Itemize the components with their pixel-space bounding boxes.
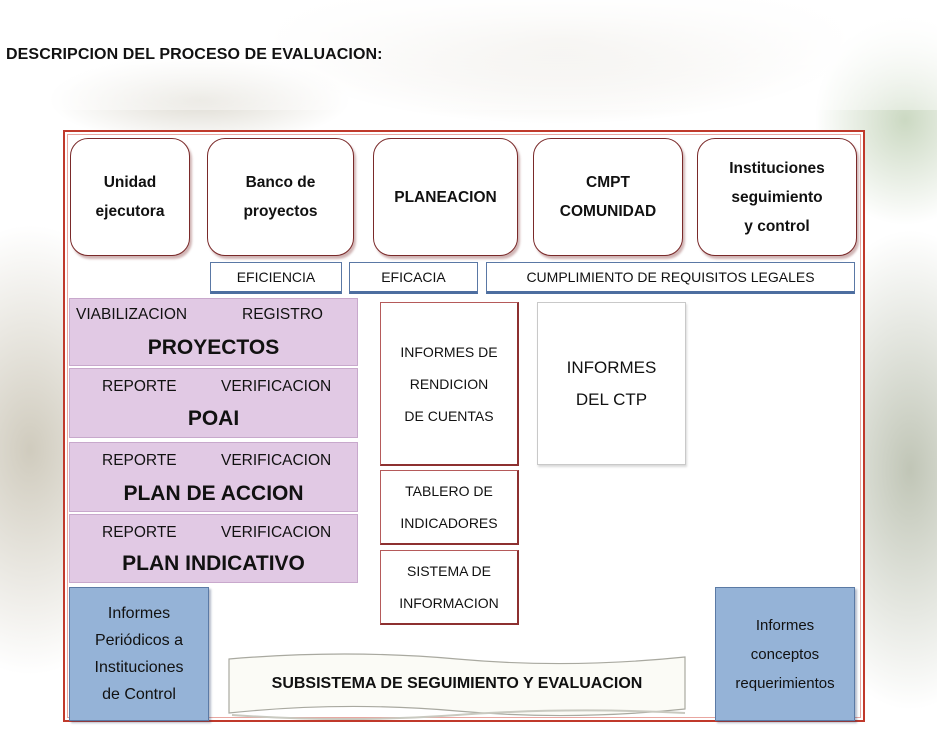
actor-banco-proyectos: Banco de proyectos [207,138,354,256]
subsystem-banner: SUBSISTEMA DE SEGUIMIENTO Y EVALUACION [226,653,688,721]
criterion-eficacia: EFICACIA [349,262,478,294]
actor-planeacion: PLANEACION [373,138,518,256]
process-poai-left: REPORTE [102,378,177,395]
process-poai-title: POAI [187,407,240,430]
actor-cmpt-comunidad: CMPT COMUNIDAD [533,138,683,256]
process-proyectos-right: REGISTRO [242,306,323,323]
process-plan-accion-right: VERIFICACION [221,452,332,469]
process-proyectos-left: VIABILIZACION [76,306,188,323]
instrument-rendicion-cuentas: INFORMES DE RENDICION DE CUENTAS [380,302,519,466]
process-poai: REPORTE VERIFICACION POAI [69,368,358,438]
process-plan-indicativo-title: PLAN INDICATIVO [122,552,305,575]
actor-instituciones-control: Instituciones seguimiento y control [697,138,857,256]
informes-conceptos-requerimientos: Informes conceptos requerimientos [715,587,855,721]
process-plan-accion: REPORTE VERIFICACION PLAN DE ACCION [69,442,358,512]
process-plan-indicativo-left: REPORTE [102,524,177,541]
process-plan-indicativo: REPORTE VERIFICACION PLAN INDICATIVO [69,514,358,583]
banner-wave-shape [228,653,686,720]
process-proyectos-title: PROYECTOS [147,336,280,359]
criterion-eficiencia: EFICIENCIA [210,262,342,294]
instrument-tablero-indicadores: TABLERO DE INDICADORES [380,470,519,545]
page-heading: DESCRIPCION DEL PROCESO DE EVALUACION: [6,46,383,63]
subsystem-title: SUBSISTEMA DE SEGUIMIENTO Y EVALUACION [271,675,643,692]
process-plan-accion-left: REPORTE [102,452,177,469]
process-poai-right: VERIFICACION [221,378,332,395]
criterion-requisitos-legales: CUMPLIMIENTO DE REQUISITOS LEGALES [486,262,855,294]
instrument-sistema-informacion: SISTEMA DE INFORMACION [380,550,519,625]
informes-ctp: INFORMES DEL CTP [537,302,686,465]
process-plan-accion-title: PLAN DE ACCION [123,482,304,505]
process-proyectos: VIABILIZACION REGISTRO PROYECTOS [69,298,358,366]
actor-unidad-ejecutora: Unidad ejecutora [70,138,190,256]
informes-periodicos-control: Informes Periódicos a Instituciones de C… [69,587,209,721]
process-plan-indicativo-right: VERIFICACION [221,524,332,541]
background-fade [0,0,937,110]
